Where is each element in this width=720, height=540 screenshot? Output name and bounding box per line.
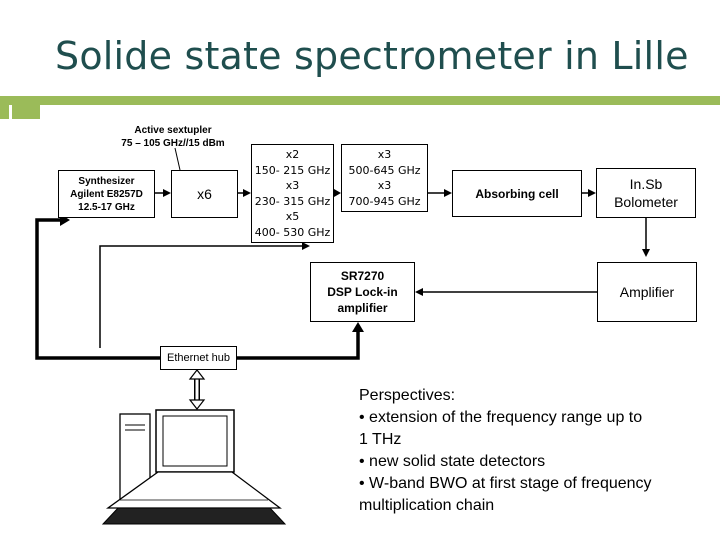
multiplier-stage1-box: x2 150- 215 GHz x3 230- 315 GHz x5 400- … [251,144,334,243]
arrow-bus-lockin [352,322,364,332]
slide-title: Solide state spectrometer in Lille [55,34,689,78]
x6-multiplier-box: x6 [171,170,238,218]
arrow-cell-bolometer [588,189,596,197]
amplifier-label: Amplifier [619,284,675,300]
bus-synth-hub [35,218,160,360]
multiplier-stage2-label: x3 500-645 GHz x3 700-945 GHz [348,148,421,208]
accent-square-secondary [12,96,40,119]
perspectives-text: Perspectives: • extension of the frequen… [359,387,652,514]
arrow-hub-computer-down [188,399,206,410]
lockin-amplifier-label: SR7270 DSP Lock-in amplifier [327,269,398,315]
arrow-hub-lockin-top [302,242,310,250]
arrow-stage2-cell [444,189,452,197]
multiplier-stage2-box: x3 500-645 GHz x3 700-945 GHz [341,144,428,212]
multiplier-stage1-label: x2 150- 215 GHz x3 230- 315 GHz x5 400- … [254,148,331,239]
arrow-stage1-stage2 [334,189,341,197]
lockin-amplifier-box: SR7270 DSP Lock-in amplifier [310,262,415,322]
absorbing-cell-label: Absorbing cell [475,186,559,201]
arrow-hub-computer-up [188,369,206,380]
ethernet-hub-box: Ethernet hub [160,346,237,370]
bus-hub-lockin [237,332,360,360]
amplifier-box: Amplifier [597,262,697,322]
bolometer-label: In.Sb Bolometer [614,176,678,210]
synthesizer-label: Synthesizer Agilent E8257D 12.5-17 GHz [70,175,143,213]
arrow-bolometer-amplifier [642,249,650,257]
bolometer-box: In.Sb Bolometer [596,168,696,218]
synthesizer-box: Synthesizer Agilent E8257D 12.5-17 GHz [58,170,155,218]
accent-bar [0,96,720,105]
wire-hub-lockin-top [99,245,307,348]
arrow-amplifier-lockin [415,288,423,296]
sextupler-label: Active sextupler 75 – 105 GHz//15 dBm [121,125,225,149]
arrow-x6-stage1 [243,189,251,197]
computer-icon [101,409,287,525]
accent-square [0,96,9,119]
ethernet-hub-label: Ethernet hub [167,352,230,364]
x6-label: x6 [197,186,212,202]
absorbing-cell-box: Absorbing cell [452,170,582,217]
arrow-synth-x6 [163,189,171,197]
sextupler-pointer [174,147,181,171]
